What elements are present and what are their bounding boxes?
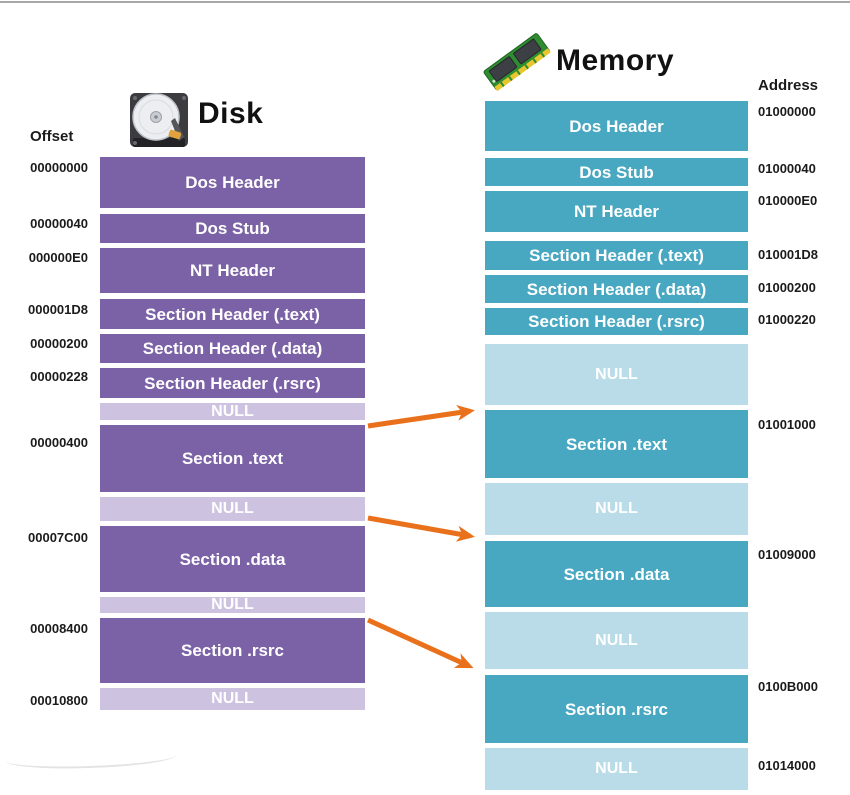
memory-block-section-data: Section .data bbox=[485, 541, 748, 607]
disk-block-dos-header: Dos Header bbox=[100, 157, 365, 208]
memory-block-section-text: Section .text bbox=[485, 410, 748, 478]
disk-block-section-rsrc: Section .rsrc bbox=[100, 618, 365, 683]
memory-block-null-2: NULL bbox=[485, 483, 748, 535]
offset-label: 00000228 bbox=[30, 369, 88, 384]
arrow-section-text bbox=[367, 404, 475, 429]
address-label: 01000200 bbox=[758, 280, 816, 295]
disk-block-section-header-text: Section Header (.text) bbox=[100, 299, 365, 329]
memory-title: Memory bbox=[556, 44, 675, 77]
address-label: 01014000 bbox=[758, 758, 816, 773]
offset-label: 00010800 bbox=[30, 693, 88, 708]
offset-label: 00000200 bbox=[30, 336, 88, 351]
hard-drive-icon bbox=[130, 93, 188, 147]
memory-block-null-1: NULL bbox=[485, 344, 748, 405]
offset-label: 00007C00 bbox=[28, 530, 88, 545]
address-label: 01000000 bbox=[758, 104, 816, 119]
disk-block-section-header-data: Section Header (.data) bbox=[100, 334, 365, 363]
memory-block-null-3: NULL bbox=[485, 612, 748, 669]
address-label: 01000040 bbox=[758, 161, 816, 176]
address-label: 010001D8 bbox=[758, 247, 818, 262]
offset-label: 000000E0 bbox=[28, 250, 88, 265]
offset-label: 00000000 bbox=[30, 160, 88, 175]
offset-label: 000001D8 bbox=[28, 302, 88, 317]
disk-block-nt-header: NT Header bbox=[100, 248, 365, 293]
arrow-section-data bbox=[367, 515, 475, 542]
disk-block-null-1: NULL bbox=[100, 403, 365, 420]
address-label: 01001000 bbox=[758, 417, 816, 432]
memory-block-dos-stub: Dos Stub bbox=[485, 158, 748, 186]
top-border-line bbox=[0, 1, 850, 3]
memory-address-column-label: Address bbox=[758, 77, 819, 94]
disk-block-null-2: NULL bbox=[100, 497, 365, 521]
address-label: 01000220 bbox=[758, 312, 816, 327]
disk-block-section-header-rsrc: Section Header (.rsrc) bbox=[100, 368, 365, 398]
offset-label: 00000040 bbox=[30, 216, 88, 231]
offset-label: 00000400 bbox=[30, 435, 88, 450]
disk-title: Disk bbox=[198, 97, 264, 130]
scan-smudge bbox=[5, 745, 177, 771]
address-label: 010000E0 bbox=[758, 193, 818, 208]
disk-block-section-text: Section .text bbox=[100, 425, 365, 492]
disk-block-null-4: NULL bbox=[100, 688, 365, 710]
memory-block-section-header-text: Section Header (.text) bbox=[485, 241, 748, 270]
address-label: 01009000 bbox=[758, 547, 816, 562]
disk-offset-column-label: Offset bbox=[30, 128, 74, 145]
memory-block-section-header-rsrc: Section Header (.rsrc) bbox=[485, 308, 748, 335]
disk-block-section-data: Section .data bbox=[100, 526, 365, 592]
disk-block-dos-stub: Dos Stub bbox=[100, 214, 365, 243]
ram-module-icon bbox=[483, 33, 551, 92]
memory-block-nt-header: NT Header bbox=[485, 191, 748, 232]
memory-block-dos-header: Dos Header bbox=[485, 101, 748, 151]
memory-block-section-rsrc: Section .rsrc bbox=[485, 675, 748, 743]
arrow-section-rsrc bbox=[366, 617, 474, 669]
memory-block-null-4: NULL bbox=[485, 748, 748, 790]
disk-block-null-3: NULL bbox=[100, 597, 365, 613]
offset-label: 00008400 bbox=[30, 621, 88, 636]
address-label: 0100B000 bbox=[758, 679, 818, 694]
memory-block-section-header-data: Section Header (.data) bbox=[485, 275, 748, 303]
